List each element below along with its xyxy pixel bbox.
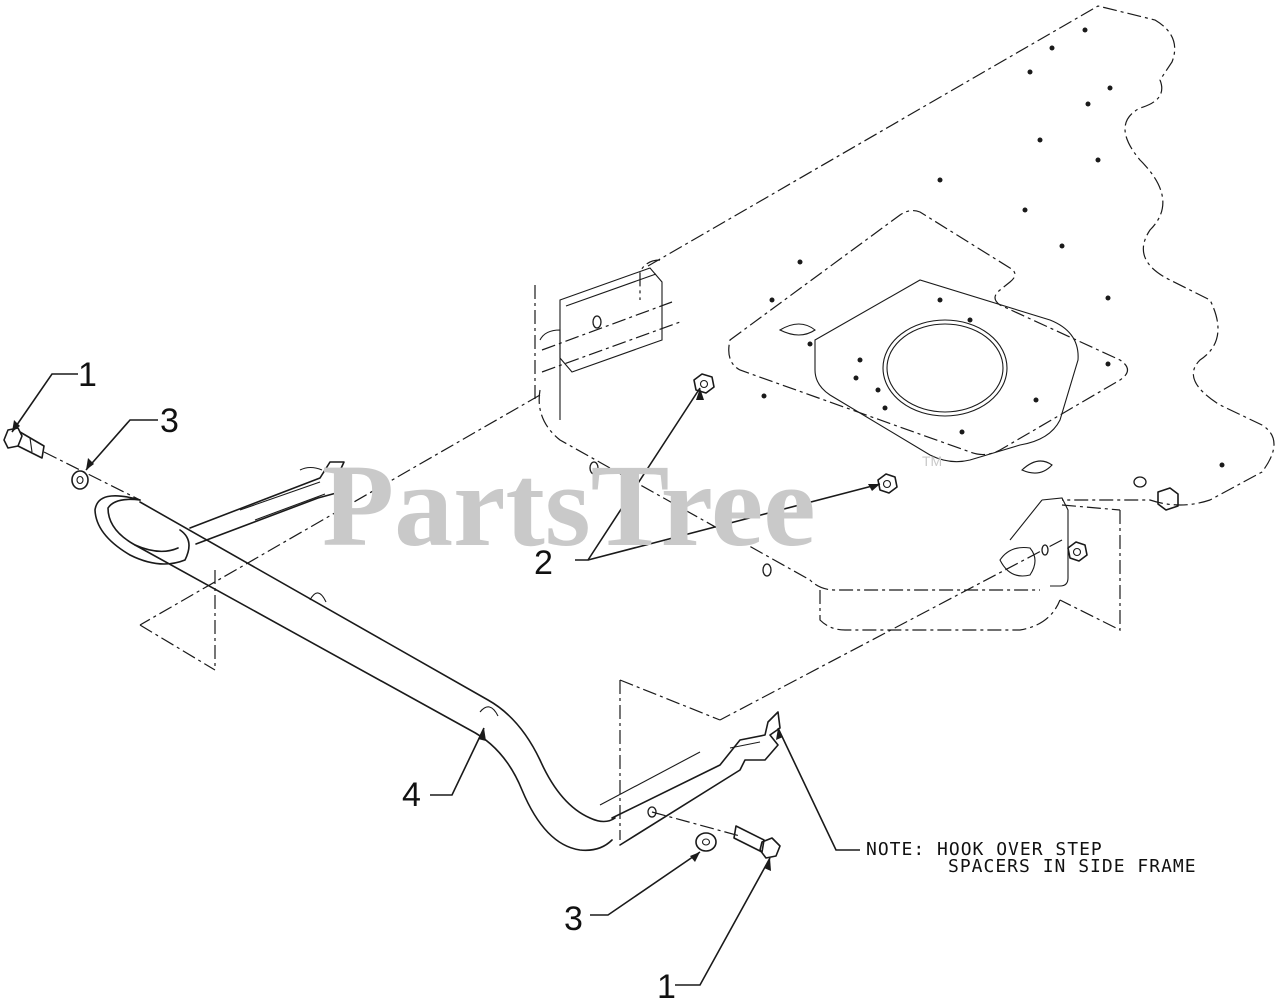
washer-upper	[71, 470, 89, 490]
flange-nut-upper	[693, 373, 715, 394]
leader-lines	[11, 373, 881, 986]
watermark: PartsTree TM	[322, 440, 942, 571]
motor-mount-cutout	[728, 209, 1129, 474]
flange-nut-lower	[877, 473, 898, 494]
mounting-holes	[589, 27, 1225, 577]
left-frame-bracket	[539, 267, 681, 420]
frame-plate	[139, 5, 1275, 840]
leader-arrowheads	[12, 388, 880, 871]
bolt-axis-upper	[43, 451, 141, 501]
callout-1-upper: 1	[78, 356, 97, 394]
bolt-axis-lower	[651, 811, 741, 837]
callout-1-lower: 1	[657, 968, 676, 1006]
callout-3-lower: 3	[564, 900, 583, 938]
note-line-1: NOTE: HOOK OVER STEP	[866, 839, 1103, 860]
callout-3-upper: 3	[160, 402, 179, 440]
note-line-2: SPACERS IN SIDE FRAME	[948, 856, 1197, 877]
bolt-lower	[733, 825, 781, 859]
callout-2: 2	[534, 544, 553, 582]
watermark-trademark: TM	[922, 453, 942, 469]
bolt-upper	[3, 427, 45, 459]
washer-lower	[695, 832, 717, 852]
flange-nut-right	[1067, 541, 1088, 562]
tow-bar	[94, 461, 781, 852]
callout-4: 4	[402, 776, 421, 814]
right-frame-bracket	[999, 476, 1179, 587]
watermark-text: PartsTree	[322, 440, 816, 571]
